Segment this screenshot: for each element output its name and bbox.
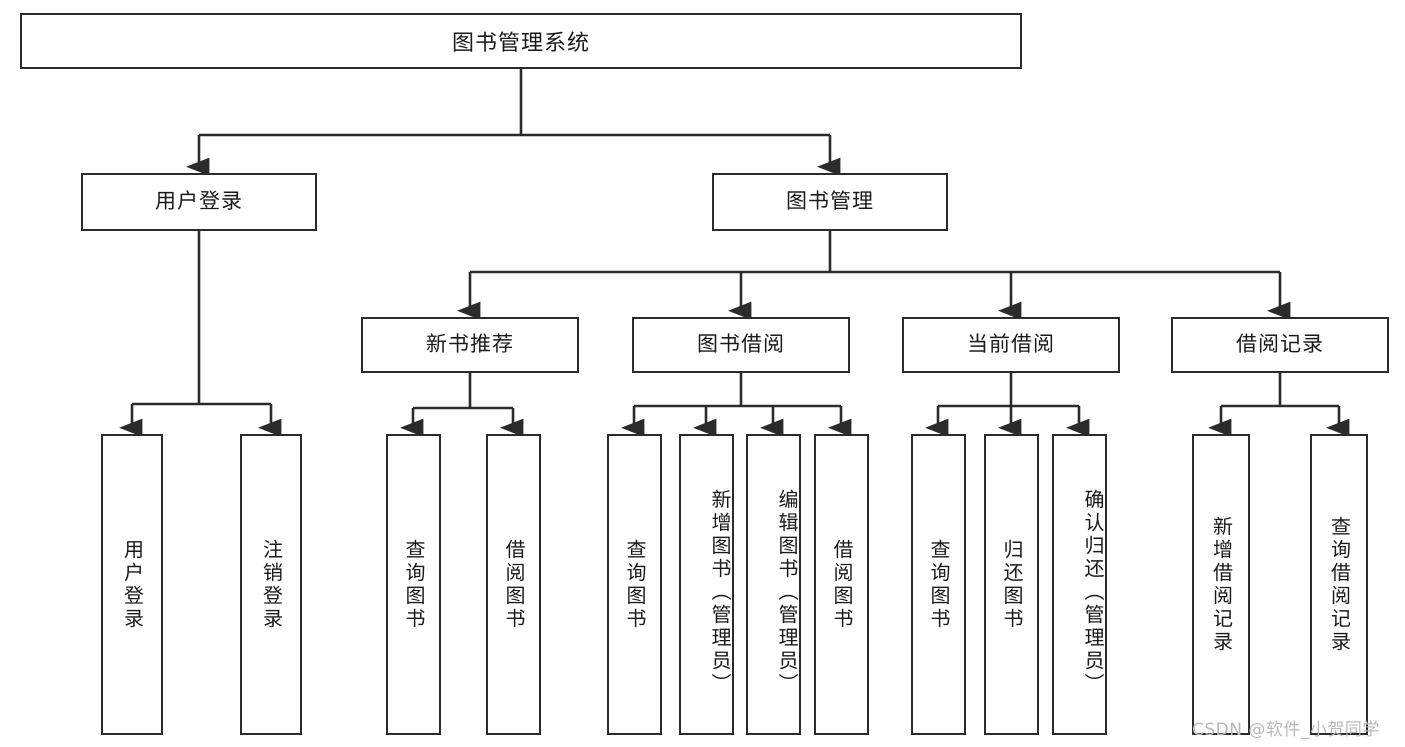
node-leaf-confirm-return-admin[interactable]: 确认归还（管理员） <box>1052 434 1107 735</box>
node-leaf-query-book-recommend[interactable]: 查询图书 <box>386 434 441 735</box>
node-leaf-borrow-book-recommend[interactable]: 借阅图书 <box>486 434 541 735</box>
node-leaf-user-logout[interactable]: 注销登录 <box>240 434 302 735</box>
csdn-watermark: CSDN @软件_小贺同学 <box>1192 720 1380 740</box>
node-current-borrow[interactable]: 当前借阅 <box>902 317 1120 373</box>
node-user-login[interactable]: 用户登录 <box>81 173 317 231</box>
node-book-manage[interactable]: 图书管理 <box>712 173 948 231</box>
node-leaf-return-book[interactable]: 归还图书 <box>984 434 1039 735</box>
node-leaf-query-borrow-record[interactable]: 查询借阅记录 <box>1310 434 1368 735</box>
node-leaf-query-book-current[interactable]: 查询图书 <box>911 434 966 735</box>
node-leaf-user-login[interactable]: 用户登录 <box>101 434 163 735</box>
node-borrow-record[interactable]: 借阅记录 <box>1171 317 1389 373</box>
node-leaf-add-book-admin[interactable]: 新增图书（管理员） <box>679 434 734 735</box>
node-leaf-query-book-borrow[interactable]: 查询图书 <box>607 434 662 735</box>
node-leaf-borrow-book-borrow[interactable]: 借阅图书 <box>814 434 869 735</box>
node-book-borrow[interactable]: 图书借阅 <box>632 317 850 373</box>
node-leaf-edit-book-admin[interactable]: 编辑图书（管理员） <box>746 434 801 735</box>
node-new-book-recommend[interactable]: 新书推荐 <box>361 317 579 373</box>
node-leaf-add-borrow-record[interactable]: 新增借阅记录 <box>1192 434 1250 735</box>
node-root[interactable]: 图书管理系统 <box>20 13 1022 69</box>
